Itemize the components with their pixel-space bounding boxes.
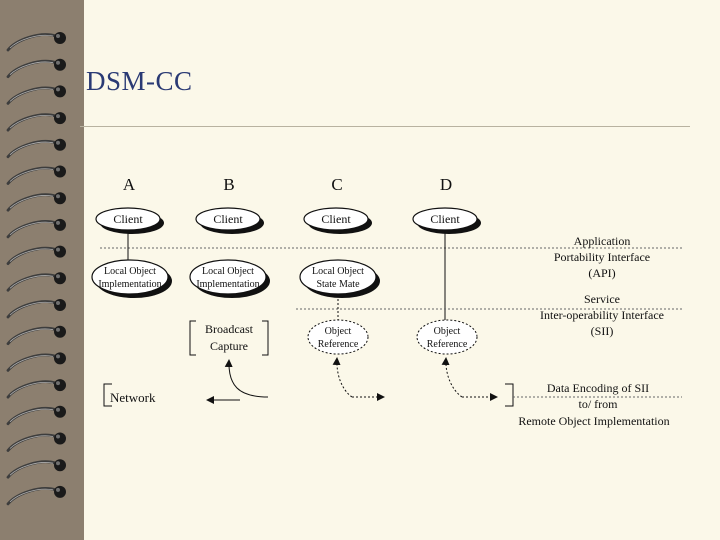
binding-ring — [6, 192, 66, 212]
binding-ring — [6, 272, 66, 292]
binding-ring — [6, 432, 66, 452]
broadcast-line2: Capture — [210, 339, 248, 353]
client-node-b: Client — [195, 207, 264, 234]
client-node-d: Client — [412, 207, 481, 234]
title-divider — [80, 126, 690, 127]
network-bracket: Network — [103, 383, 514, 407]
api-label-line1: Application — [574, 234, 631, 248]
impl-c-line2: State Mate — [316, 279, 360, 290]
objref-c-line1: Object — [325, 326, 352, 337]
binding-ring — [6, 112, 66, 132]
client-label-d: Client — [430, 212, 460, 226]
binding-ring — [6, 299, 66, 319]
notebook-binding-strip — [0, 0, 84, 540]
column-label-d: D — [440, 175, 452, 194]
objref-d-line1: Object — [434, 326, 461, 337]
binding-ring — [6, 352, 66, 372]
encoding-label-line1: Data Encoding of SII — [547, 381, 649, 395]
column-label-b: B — [223, 175, 234, 194]
arrow-network-to-broadcast — [224, 359, 269, 398]
binding-ring — [6, 58, 66, 79]
client-label-b: Client — [213, 212, 243, 226]
client-node-a: Client — [95, 207, 164, 234]
sii-label-line1: Service — [584, 292, 620, 306]
binding-ring — [6, 138, 66, 159]
encoding-label-line3: Remote Object Implementation — [518, 414, 669, 428]
object-reference-d: Object Reference — [416, 319, 478, 355]
objref-d-line2: Reference — [427, 339, 468, 350]
impl-b-line2: Implementation — [196, 279, 259, 290]
binding-ring — [6, 32, 66, 52]
client-label-c: Client — [321, 212, 351, 226]
local-object-state-c: Local Object State Mate — [299, 259, 380, 298]
binding-ring — [6, 325, 66, 346]
encoding-label-line2: to/ from — [579, 397, 619, 411]
objref-c-line2: Reference — [318, 339, 359, 350]
api-label-line3: (API) — [588, 266, 615, 280]
broadcast-capture-box: Broadcast Capture — [189, 320, 269, 356]
impl-b-line1: Local Object — [202, 266, 254, 277]
binding-ring — [6, 379, 66, 399]
client-label-a: Client — [113, 212, 143, 226]
object-reference-c: Object Reference — [307, 319, 369, 355]
binding-ring — [6, 85, 66, 105]
impl-a-line1: Local Object — [104, 266, 156, 277]
binding-ring — [6, 405, 66, 426]
impl-c-line1: Local Object — [312, 266, 364, 277]
sii-label-line3: (SII) — [591, 324, 614, 338]
api-label-line2: Portability Interface — [554, 250, 650, 264]
column-label-c: C — [331, 175, 342, 194]
binding-ring — [6, 485, 66, 506]
broadcast-line1: Broadcast — [205, 322, 254, 336]
spiral-binding-icon — [6, 32, 66, 506]
local-object-impl-b: Local Object Implementation — [189, 259, 270, 298]
network-label: Network — [110, 390, 156, 405]
sii-label-line2: Inter-operability Interface — [540, 308, 664, 322]
local-object-impl-a: Local Object Implementation — [91, 259, 172, 298]
binding-ring — [6, 459, 66, 479]
client-node-c: Client — [303, 207, 372, 234]
slide-title: DSM-CC — [86, 66, 193, 96]
binding-ring — [6, 245, 66, 265]
binding-ring — [6, 165, 66, 185]
column-label-a: A — [123, 175, 136, 194]
impl-a-line2: Implementation — [98, 279, 161, 290]
binding-ring — [6, 218, 66, 239]
arrow-network-to-objref-c — [332, 357, 353, 398]
arrow-network-to-objref-d — [441, 357, 463, 398]
